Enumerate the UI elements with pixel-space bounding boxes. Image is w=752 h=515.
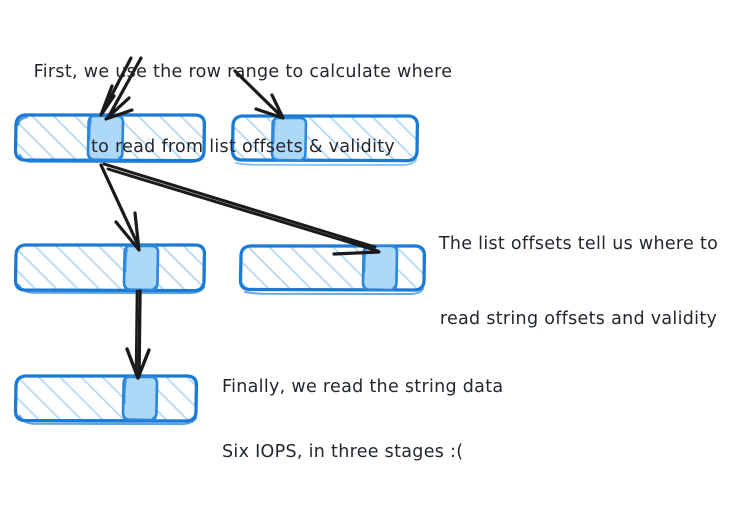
diagram-svg: [13, 56, 427, 426]
bar-string-offsets-segment[interactable]: [122, 244, 160, 292]
caption-iops-summary-line-1: Six IOPS, in three stages :(: [222, 442, 464, 462]
caption-list-offsets-line-2: read string offsets and validity: [439, 309, 718, 329]
diagram-canvas: First, we use the row range to calculate…: [8, 10, 752, 462]
caption-row-range-line-1: First, we use the row range to calculate…: [33, 62, 453, 82]
caption-row-range: First, we use the row range to calculate…: [8, 10, 478, 210]
arrow-caption-to-list-validity: [233, 69, 285, 120]
caption-list-offsets-line-1: The list offsets tell us where to: [438, 234, 719, 254]
bar-list-offsets[interactable]: [13, 113, 207, 164]
bar-list-validity-segment[interactable]: [270, 116, 308, 162]
bar-list-validity[interactable]: [230, 114, 420, 167]
caption-row-range-line-2: to read from list offsets & validity: [90, 137, 396, 157]
bar-string-data[interactable]: [13, 374, 199, 426]
bar-string-data-segment[interactable]: [121, 375, 159, 422]
caption-list-offsets: The list offsets tell us where to read s…: [405, 182, 752, 382]
bar-string-validity-segment[interactable]: [361, 244, 399, 292]
arrow-list-offsets-to-string-offsets: [99, 163, 141, 252]
arrow-list-offsets-to-string-validity: [102, 162, 381, 256]
arrow-caption-to-list-offsets-a: [99, 56, 133, 117]
bar-string-offsets[interactable]: [13, 243, 207, 295]
caption-iops-summary: Six IOPS, in three stages :(: [222, 390, 622, 515]
arrow-string-offsets-to-string-data: [125, 289, 151, 380]
bar-list-offsets-segment[interactable]: [86, 114, 125, 162]
caption-string-data: Finally, we read the string data: [222, 325, 622, 450]
bar-string-validity[interactable]: [238, 244, 427, 296]
caption-string-data-line-1: Finally, we read the string data: [222, 377, 504, 397]
arrow-caption-to-list-offsets-b: [104, 56, 143, 121]
